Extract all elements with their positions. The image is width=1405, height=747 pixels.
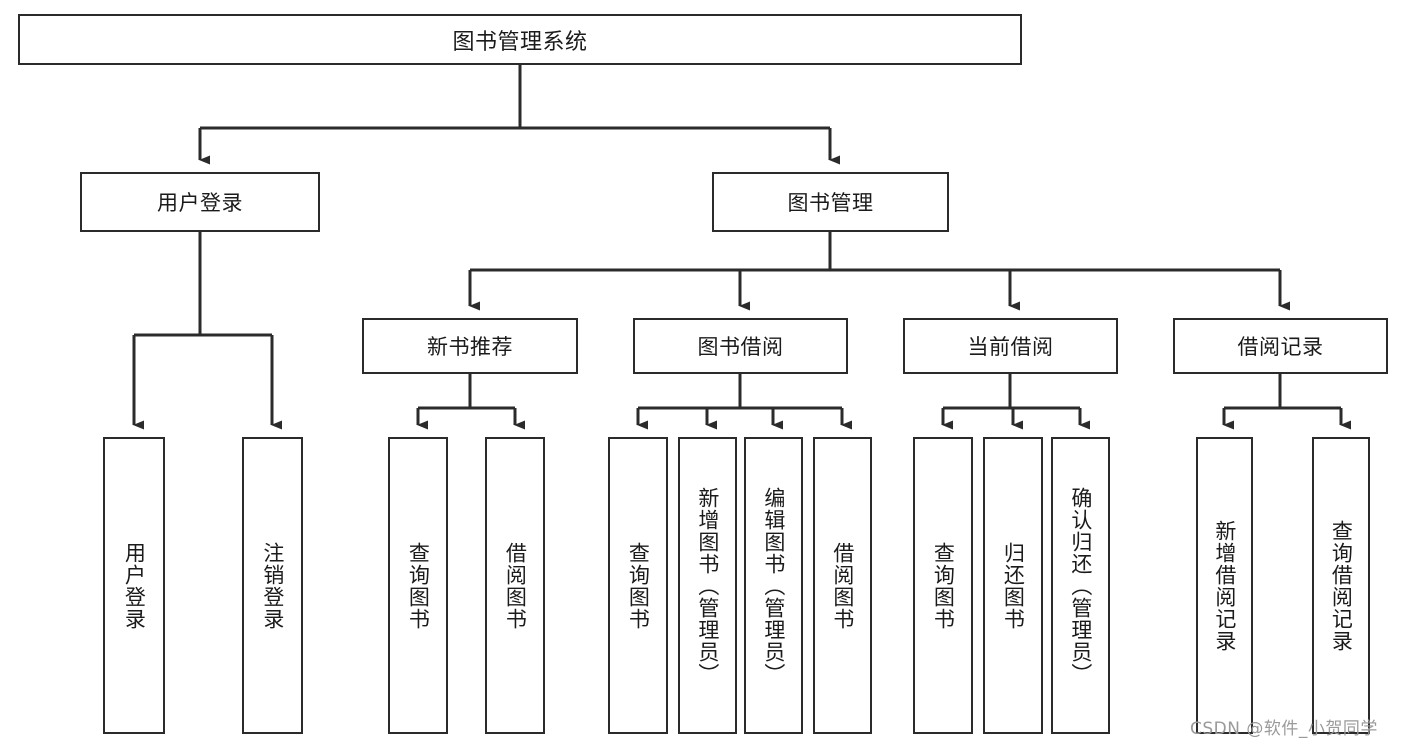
leaf-add-borrow-record[interactable]: 新增借阅记录 [1196, 437, 1253, 734]
node-borrow-record-label: 借阅记录 [1237, 335, 1324, 359]
leaf-borrow-book-new-label: 借阅图书 [503, 541, 528, 630]
node-book-borrow-label: 图书借阅 [697, 335, 784, 359]
leaf-return-book-label: 归还图书 [1001, 541, 1026, 630]
leaf-add-book-admin-label: 新增图书（管理员） [695, 486, 720, 685]
node-new-book-recommend-label: 新书推荐 [427, 335, 513, 359]
leaf-user-login-label: 用户登录 [122, 541, 147, 630]
leaf-edit-book-admin[interactable]: 编辑图书（管理员） [744, 437, 803, 734]
node-user-login-label: 用户登录 [157, 191, 243, 215]
leaf-edit-book-admin-label: 编辑图书（管理员） [761, 486, 786, 685]
leaf-logout[interactable]: 注销登录 [242, 437, 303, 734]
leaf-add-borrow-record-label: 新增借阅记录 [1212, 519, 1237, 652]
node-borrow-record[interactable]: 借阅记录 [1173, 318, 1388, 374]
node-book-management[interactable]: 图书管理 [712, 172, 949, 232]
leaf-confirm-return-admin-label: 确认归还（管理员） [1068, 486, 1093, 685]
leaf-query-book-current[interactable]: 查询图书 [913, 437, 973, 734]
leaf-query-borrow-record[interactable]: 查询借阅记录 [1312, 437, 1370, 734]
node-user-login[interactable]: 用户登录 [80, 172, 320, 232]
node-current-borrow[interactable]: 当前借阅 [903, 318, 1118, 374]
leaf-query-book-new[interactable]: 查询图书 [388, 437, 448, 734]
leaf-lend-book-label: 借阅图书 [830, 541, 855, 630]
leaf-logout-label: 注销登录 [260, 541, 285, 630]
node-new-book-recommend[interactable]: 新书推荐 [362, 318, 578, 374]
leaf-return-book[interactable]: 归还图书 [983, 437, 1043, 734]
leaf-add-book-admin[interactable]: 新增图书（管理员） [678, 437, 737, 734]
leaf-query-borrow-record-label: 查询借阅记录 [1329, 519, 1354, 652]
node-current-borrow-label: 当前借阅 [967, 335, 1054, 359]
node-root-label: 图书管理系统 [452, 29, 588, 55]
leaf-confirm-return-admin[interactable]: 确认归还（管理员） [1051, 437, 1110, 734]
leaf-user-login[interactable]: 用户登录 [103, 437, 165, 734]
node-book-management-label: 图书管理 [787, 191, 874, 215]
leaf-query-book-current-label: 查询图书 [931, 541, 956, 630]
node-root-system[interactable]: 图书管理系统 [18, 14, 1022, 65]
leaf-query-book-borrow-label: 查询图书 [626, 541, 651, 630]
leaf-query-book-borrow[interactable]: 查询图书 [608, 437, 668, 734]
leaf-query-book-new-label: 查询图书 [406, 541, 431, 630]
node-book-borrow[interactable]: 图书借阅 [633, 318, 848, 374]
leaf-lend-book[interactable]: 借阅图书 [813, 437, 872, 734]
leaf-borrow-book-new[interactable]: 借阅图书 [485, 437, 545, 734]
